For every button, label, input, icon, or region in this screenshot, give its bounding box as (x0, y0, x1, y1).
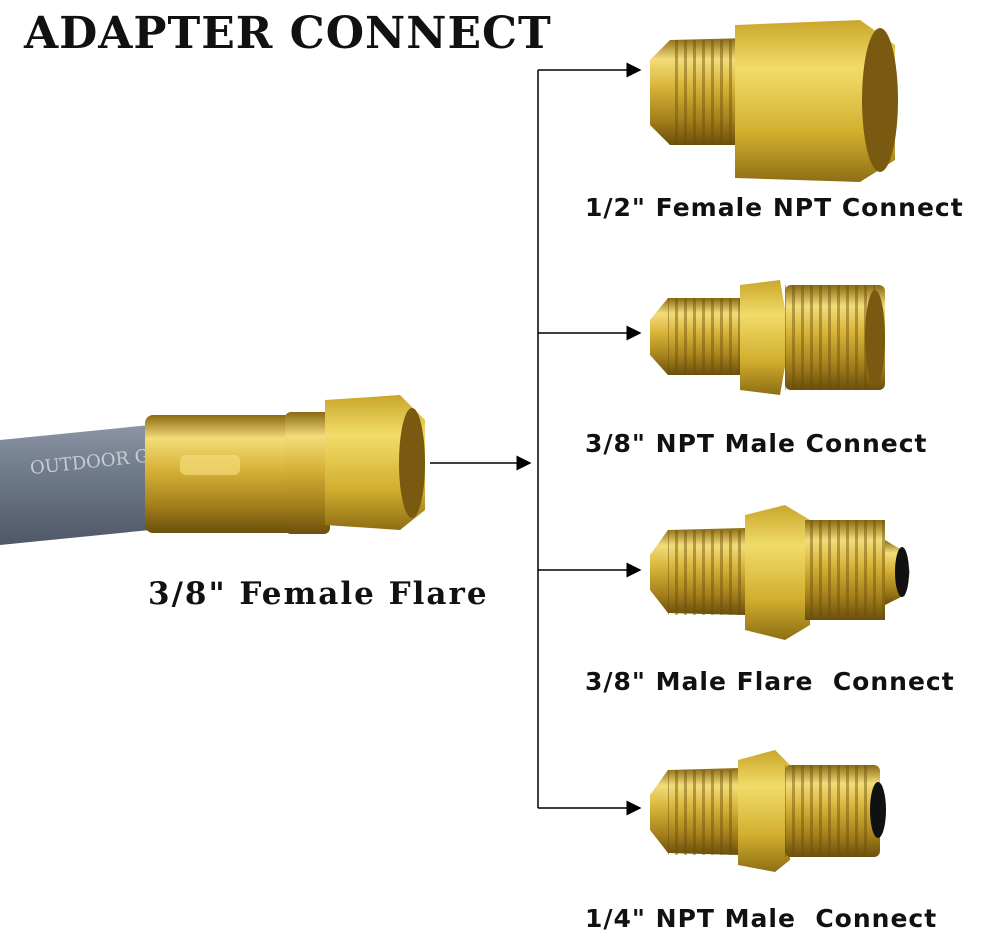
hose-female-flare-image: OUTDOOR G (0, 395, 425, 545)
source-label: 3/8" Female Flare (148, 576, 489, 612)
adapter-2-label: 3/8" NPT Male Connect (585, 429, 928, 458)
adapter-3-image (650, 505, 910, 640)
adapter-3-label: 3/8" Male Flare Connect (585, 667, 955, 696)
adapter-4-label: 1/4" NPT Male Connect (585, 904, 938, 933)
adapter-2-image (650, 280, 885, 395)
adapter-1-image (650, 20, 898, 182)
connector-lines (430, 62, 642, 816)
adapter-4-image (650, 750, 886, 872)
adapter-1-label: 1/2" Female NPT Connect (585, 193, 964, 222)
page-title: ADAPTER CONNECT (24, 8, 552, 59)
